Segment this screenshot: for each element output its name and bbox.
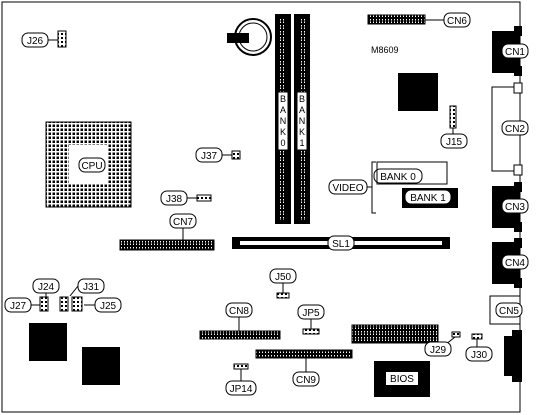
simm-bank0-label-b: B (280, 94, 286, 104)
j38-label: J38 (166, 194, 183, 205)
j25-jumper: J25 (84, 297, 122, 313)
j29-jumper: J29 (424, 331, 461, 357)
io-controller-ic (29, 323, 67, 361)
cn5-connector: CN5 (489, 295, 523, 325)
board-model-label: M8609 (371, 45, 399, 55)
battery (227, 18, 272, 56)
cn1-connector: CN1 (492, 26, 529, 76)
chipset-ic-lower (82, 347, 120, 385)
cn2-connector: CN2 (491, 82, 529, 176)
svg-text:K: K (299, 127, 305, 137)
cn4-label: CN4 (505, 258, 525, 269)
video-bank1-label: BANK 1 (410, 193, 446, 204)
j37-jumper: J37 (195, 147, 241, 163)
svg-text:0: 0 (280, 138, 285, 148)
j15-jumper: J15 (440, 105, 468, 149)
cpu-label: CPU (81, 161, 102, 172)
j31-jumper: J31 (69, 278, 105, 297)
j37-label: J37 (201, 151, 218, 162)
j50-jumper: J50 (269, 268, 297, 299)
svg-text:N: N (299, 116, 306, 126)
cn2-label: CN2 (505, 124, 525, 135)
j27-jumper: J27 (4, 297, 40, 313)
bios-label: BIOS (390, 374, 414, 385)
cn8-label: CN8 (229, 306, 249, 317)
cn3-label: CN3 (505, 202, 525, 213)
jp14-label: JP14 (230, 384, 253, 395)
cpu-socket: CPU (45, 121, 132, 208)
cn9-label: CN9 (296, 375, 316, 386)
svg-text:A: A (280, 105, 286, 115)
video-bank0-label: BANK 0 (380, 172, 416, 183)
j15-label: J15 (446, 137, 463, 148)
j24-label: J24 (38, 282, 55, 293)
j31-label: J31 (83, 282, 100, 293)
jp5-jumper: JP5 (297, 304, 325, 335)
cn8-header: CN8 (199, 302, 281, 340)
cn7-label: CN7 (173, 217, 193, 228)
cn1-label: CN1 (505, 47, 525, 58)
j26-label: J26 (27, 36, 44, 47)
svg-text:K: K (280, 127, 286, 137)
video-memory: VIDEO BANK 0 BANK 1 (328, 161, 458, 214)
cn5-label: CN5 (499, 306, 519, 317)
j50-label: J50 (275, 272, 292, 283)
jp5-label: JP5 (302, 308, 320, 319)
video-label: VIDEO (332, 183, 363, 194)
svg-text:B: B (299, 94, 305, 104)
j27-label: J27 (10, 301, 27, 312)
svg-text:A: A (299, 105, 305, 115)
svg-text:1: 1 (299, 138, 304, 148)
j26-jumper: J26 (21, 30, 67, 48)
cn3-connector: CN3 (492, 182, 529, 232)
simm-socket-bank0: B A N K 0 (275, 14, 291, 224)
cn9-header: CN9 (255, 349, 353, 387)
multi-pin-block (351, 324, 439, 344)
jp14-jumper: JP14 (225, 363, 257, 396)
sl1-slot: SL1 (232, 235, 450, 251)
cn6-header: CN6 (367, 12, 471, 28)
j38-jumper: J38 (160, 190, 212, 206)
j30-jumper: J30 (465, 333, 493, 362)
cn4-connector: CN4 (492, 238, 529, 288)
simm-socket-bank1: B A N K 1 (294, 14, 310, 224)
cn6-label: CN6 (447, 16, 467, 27)
svg-text:N: N (280, 116, 287, 126)
chipset-ic (398, 73, 438, 111)
jumper-pins-cluster (39, 296, 49, 312)
cn7-header: CN7 (119, 213, 215, 251)
sl1-label: SL1 (332, 239, 350, 250)
j30-label: J30 (471, 350, 488, 361)
j29-label: J29 (430, 345, 447, 356)
j25-label: J25 (100, 301, 117, 312)
bios-chip: BIOS (374, 361, 430, 397)
